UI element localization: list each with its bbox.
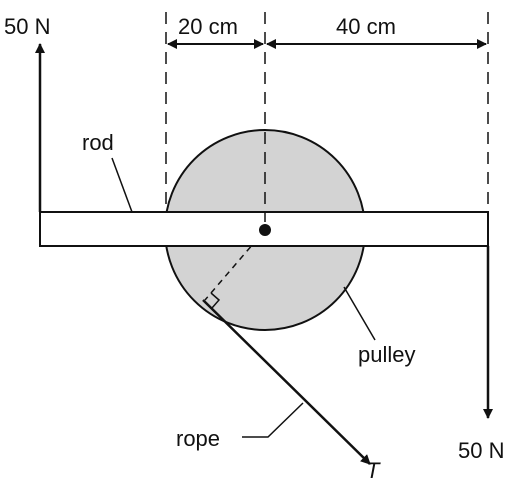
rod-leader-line bbox=[111, 157, 133, 213]
force-label-left: 50 N bbox=[4, 14, 50, 39]
dimension-label-40cm: 40 cm bbox=[336, 14, 396, 39]
pulley-leader-line bbox=[343, 286, 376, 341]
force-label-right: 50 N bbox=[458, 438, 504, 463]
rope-label: rope bbox=[176, 426, 220, 451]
right-angle-marker bbox=[210, 292, 221, 309]
pivot-dot bbox=[259, 224, 271, 236]
tension-label: T bbox=[366, 458, 381, 483]
pulley-label: pulley bbox=[358, 342, 415, 367]
rope-leader-line bbox=[242, 402, 304, 438]
rope-line bbox=[202, 299, 371, 465]
rod-label: rod bbox=[82, 130, 114, 155]
dimension-label-20cm: 20 cm bbox=[178, 14, 238, 39]
